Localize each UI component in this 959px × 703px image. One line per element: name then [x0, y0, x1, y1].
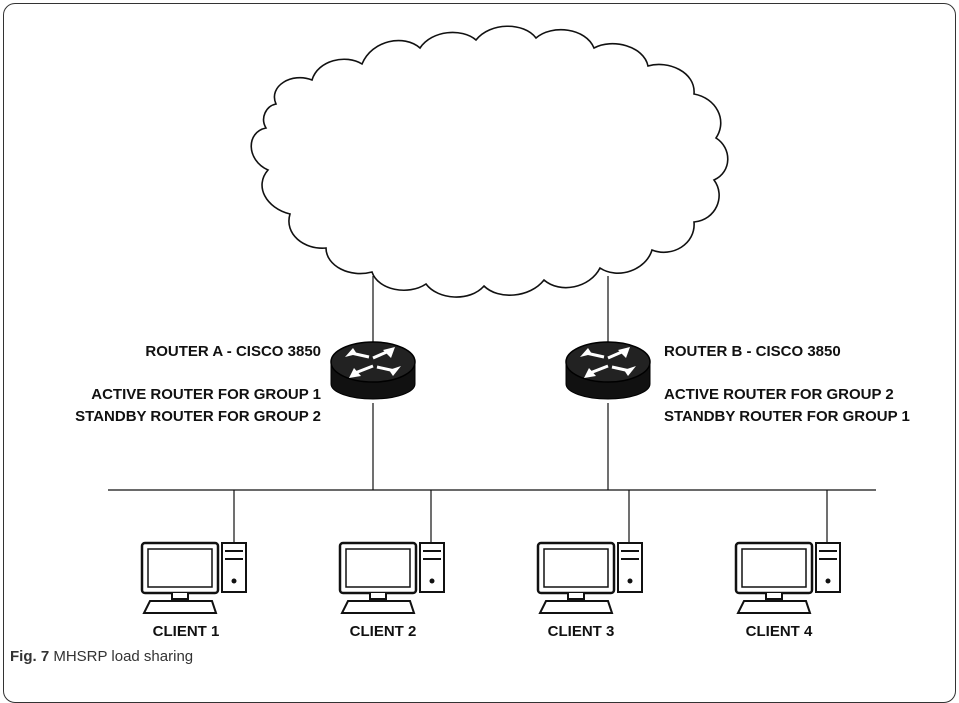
router-b-role-2: STANDBY ROUTER FOR GROUP 1 [664, 408, 910, 425]
client-4-icon [734, 541, 842, 615]
router-a-role-1: ACTIVE ROUTER FOR GROUP 1 [91, 386, 321, 403]
figure-caption-text: MHSRP load sharing [53, 648, 194, 665]
client-1-label: CLIENT 1 [153, 623, 220, 640]
client-3-icon [536, 541, 644, 615]
router-b-name: ROUTER B - CISCO 3850 [664, 343, 841, 360]
client-2-label: CLIENT 2 [350, 623, 417, 640]
router-b-icon [564, 340, 652, 401]
router-b-role-1: ACTIVE ROUTER FOR GROUP 2 [664, 386, 894, 403]
figure-frame: ROUTER A - CISCO 3850 ACTIVE ROUTER FOR … [3, 3, 956, 703]
client-1-icon [140, 541, 248, 615]
client-2-icon [338, 541, 446, 615]
client-3-label: CLIENT 3 [548, 623, 615, 640]
figure-number: Fig. 7 [10, 648, 50, 665]
router-a-role-2: STANDBY ROUTER FOR GROUP 2 [75, 408, 321, 425]
figure-caption: Fig. 7 MHSRP load sharing [10, 648, 193, 665]
network-diagram: ROUTER A - CISCO 3850 ACTIVE ROUTER FOR … [75, 25, 910, 640]
router-a-icon [329, 340, 417, 401]
internet-cloud [250, 25, 729, 298]
client-4-label: CLIENT 4 [746, 623, 813, 640]
router-a-name: ROUTER A - CISCO 3850 [145, 343, 321, 360]
